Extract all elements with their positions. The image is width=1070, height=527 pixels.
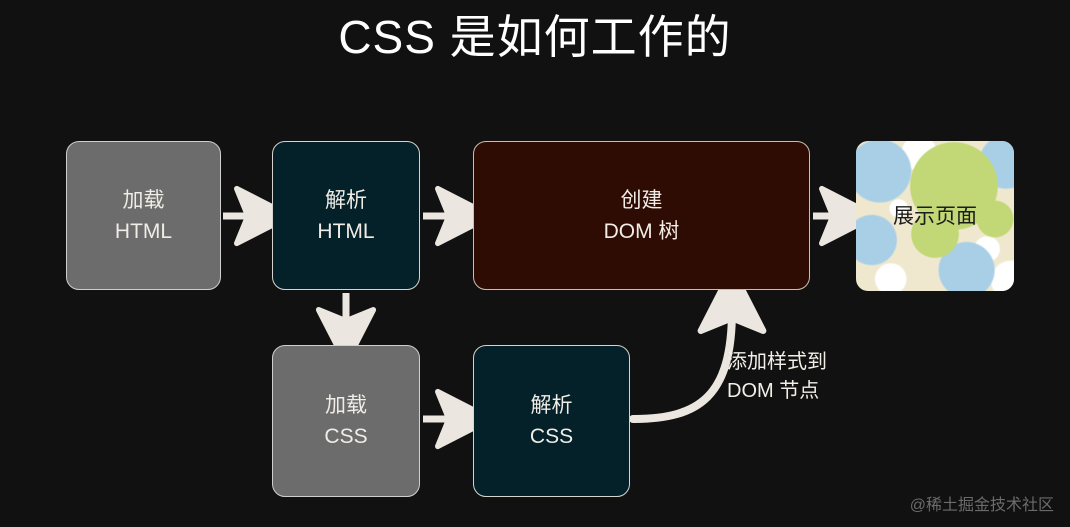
- edge-label-apply-styles: 添加样式到 DOM 节点: [727, 348, 827, 406]
- node-parse-css[interactable]: 解析 CSS: [473, 345, 630, 497]
- node-load-css-line1: 加载: [325, 394, 367, 417]
- node-parse-css-line1: 解析: [530, 394, 573, 417]
- node-create-dom-tree[interactable]: 创建 DOM 树: [473, 141, 810, 290]
- node-parse-html-line1: 解析: [325, 188, 367, 212]
- node-load-html-line1: 加载: [122, 188, 165, 212]
- node-parse-html-line2: HTML: [317, 219, 375, 243]
- edge-label-apply-styles-line2: DOM 节点: [727, 380, 820, 402]
- page-title: CSS 是如何工作的: [338, 11, 732, 63]
- node-load-css[interactable]: 加载 CSS: [272, 345, 420, 497]
- node-parse-html[interactable]: 解析 HTML: [272, 141, 420, 290]
- node-load-html-line2: HTML: [114, 219, 173, 243]
- edge-label-apply-styles-line1: 添加样式到: [727, 351, 827, 373]
- arrow-apply-styles-to-dom: [629, 266, 767, 423]
- node-load-html[interactable]: 加载 HTML: [66, 141, 221, 290]
- node-parse-css-line2: CSS: [529, 425, 574, 448]
- watermark: @稀土掘金技术社区: [909, 497, 1054, 514]
- node-render-page[interactable]: 展示页面: [856, 141, 1014, 291]
- map-thumbnail-icon: [856, 141, 1014, 291]
- node-create-dom-tree-line1: 创建: [620, 188, 663, 212]
- node-create-dom-tree-line2: DOM 树: [603, 219, 680, 243]
- node-render-page-label: 展示页面: [893, 204, 977, 228]
- node-load-css-line2: CSS: [324, 425, 368, 448]
